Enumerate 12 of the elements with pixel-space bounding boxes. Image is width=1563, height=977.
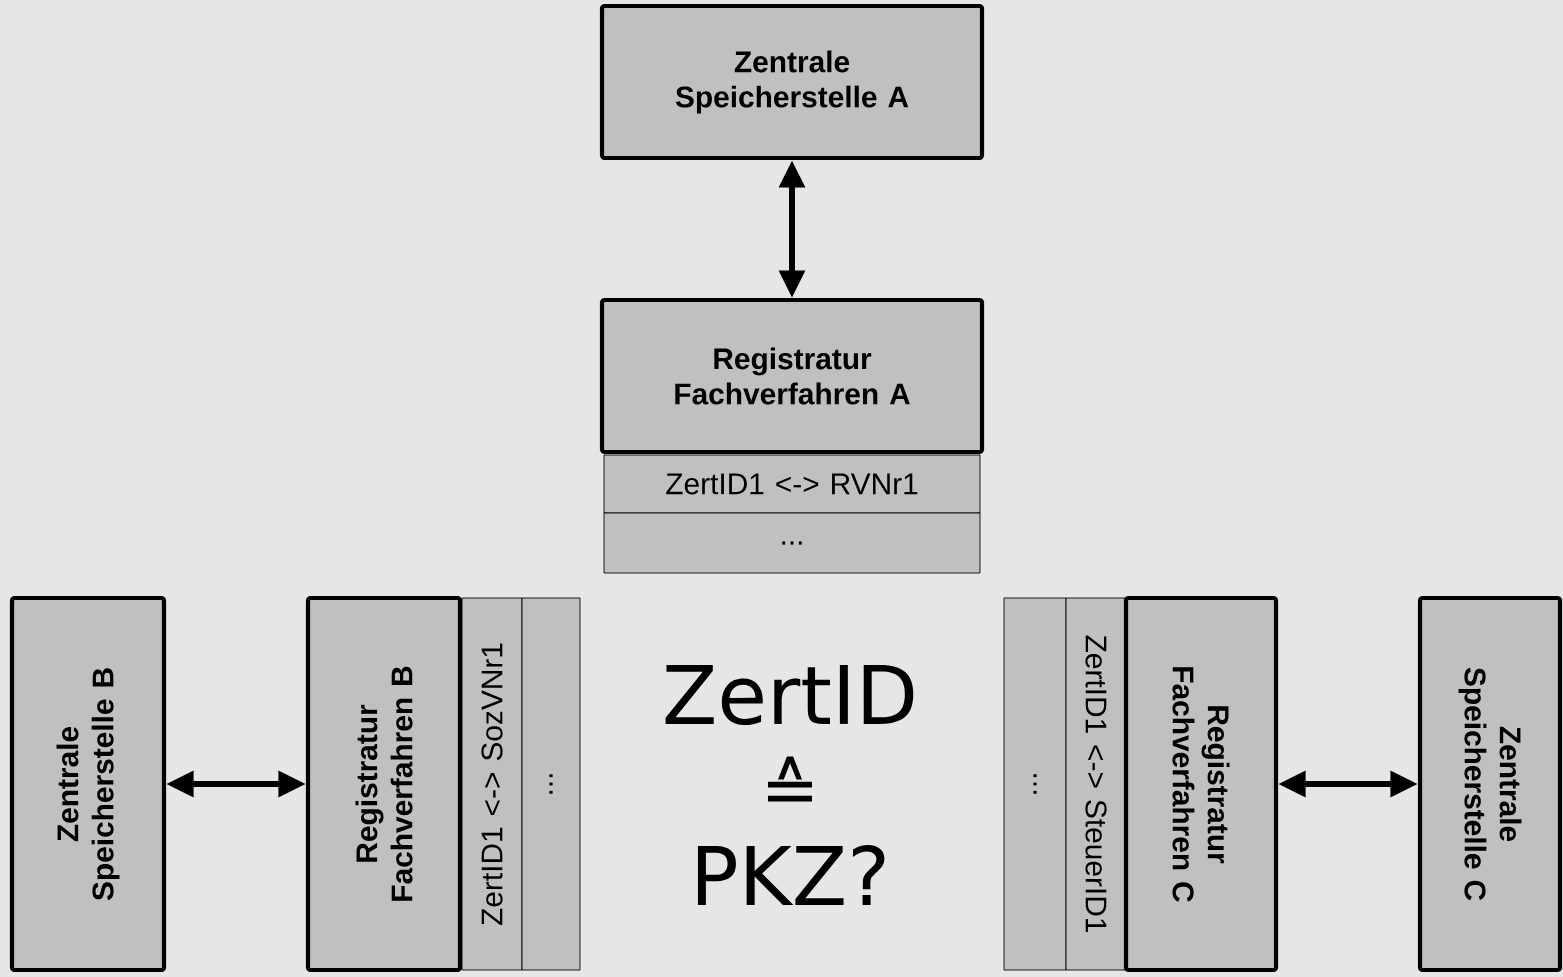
large-text: ZertID xyxy=(665,665,914,726)
process-box: Zentrale Speicherstelle B xyxy=(9,595,167,973)
table-cell: ZertID1 <-> RVNr1 xyxy=(603,454,981,514)
process-box: Zentrale Speicherstelle C xyxy=(1417,595,1563,973)
table-cell: ZertID1 <-> SozVNr1 xyxy=(461,597,523,971)
large-text: ≙ xyxy=(768,756,812,802)
table-cell: ... xyxy=(521,597,581,971)
table-cell: ... xyxy=(1003,597,1067,971)
process-box: Zentrale Speicherstelle A xyxy=(599,3,985,161)
table-cell: ... xyxy=(603,512,981,574)
table-cell: ZertID1 <-> SteuerID1 xyxy=(1065,597,1127,971)
large-text: PKZ? xyxy=(697,845,885,905)
